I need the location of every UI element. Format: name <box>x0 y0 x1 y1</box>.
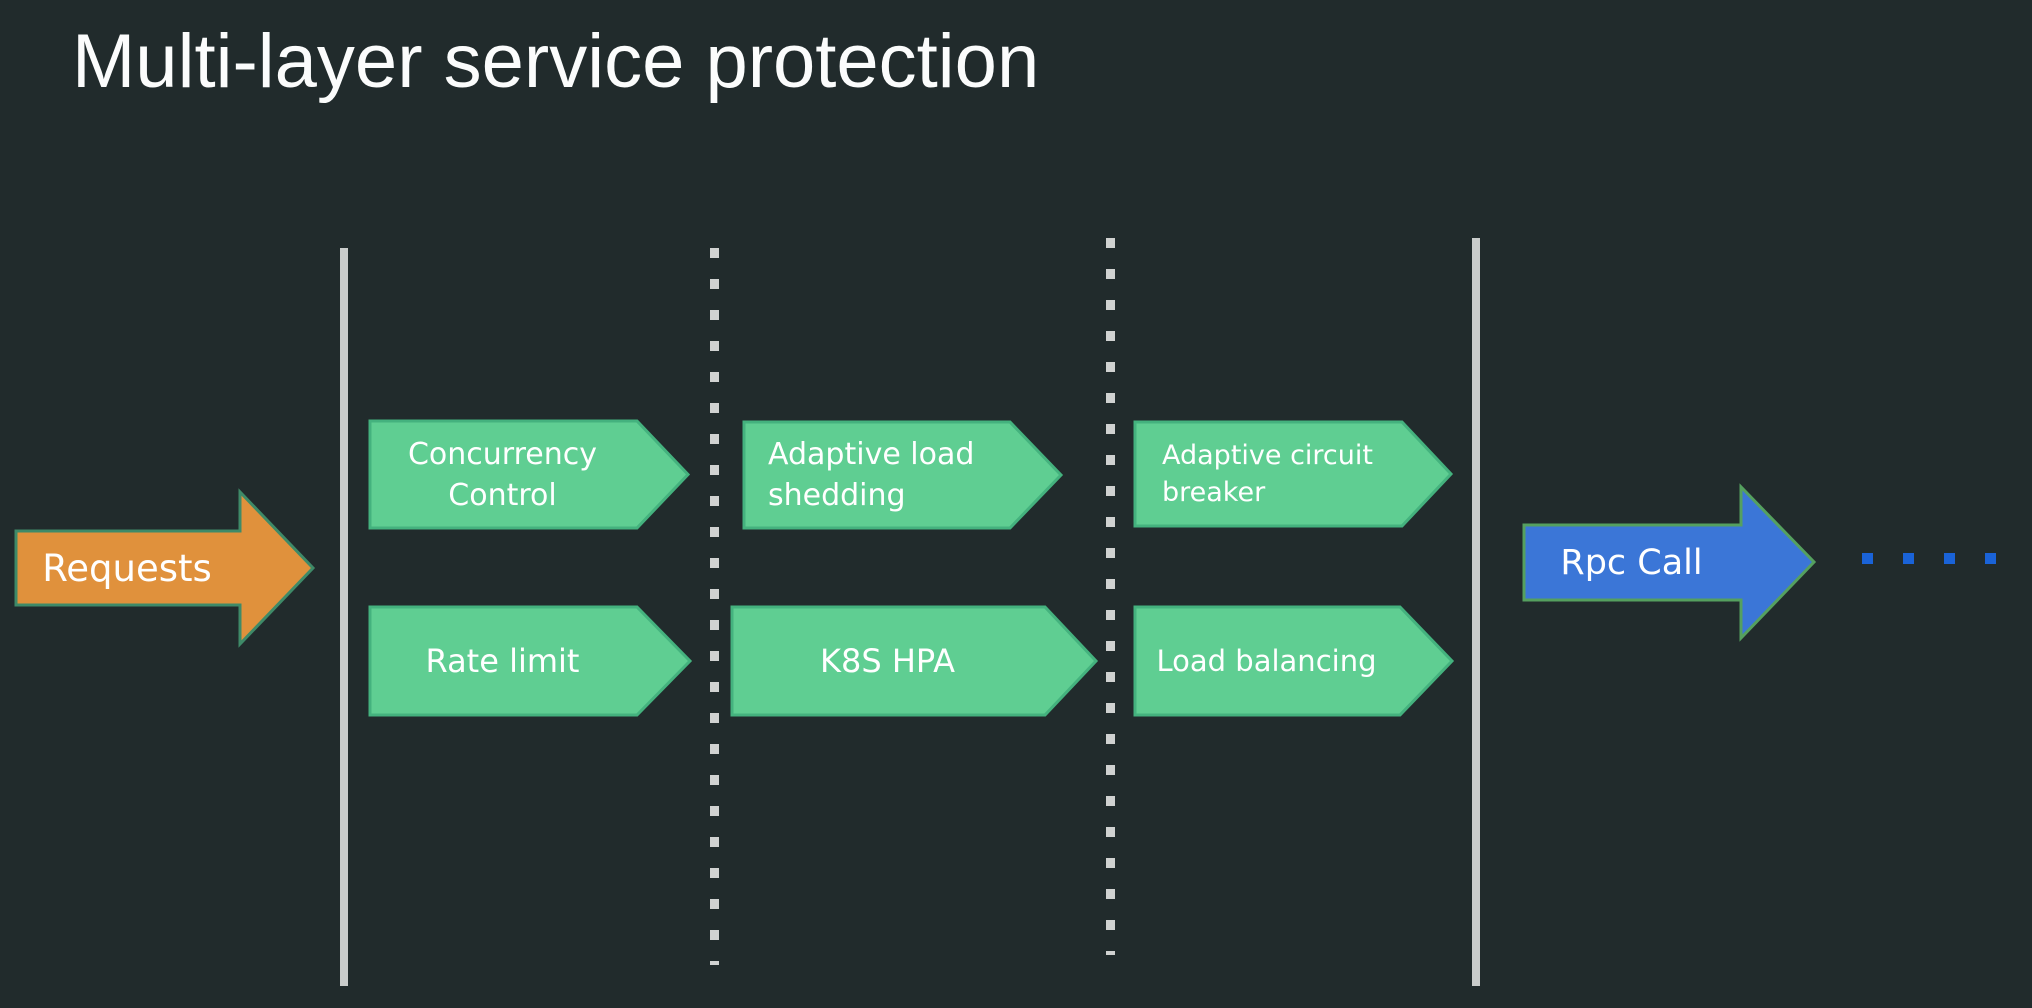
stage-k8s-hpa: K8S HPA <box>730 605 1099 717</box>
stage-adaptive-load-shedding: Adaptive load shedding <box>742 420 1064 530</box>
stage-adaptive-circuit-breaker: Adaptive circuit breaker <box>1133 420 1454 528</box>
stage-label-line: Adaptive circuit <box>1162 440 1373 471</box>
right-arrow-shape-icon <box>1522 483 1817 642</box>
rpc-call-label: Rpc Call <box>1560 542 1703 583</box>
dot-icon <box>1985 553 1996 564</box>
slide-title: Multi-layer service protection <box>72 19 1040 104</box>
continuation-dots <box>1862 553 1996 564</box>
stage-load-balancing: Load balancing <box>1133 605 1455 717</box>
lane-boundary-left <box>340 248 348 986</box>
stage-rate-limit: Rate limit <box>368 605 693 717</box>
pentagon-arrow-shape-icon <box>1133 605 1455 717</box>
pentagon-arrow-shape-icon <box>368 419 691 530</box>
dot-icon <box>1903 553 1914 564</box>
stage-label-line: Concurrency <box>407 436 598 472</box>
lane-divider-dotted-1 <box>710 248 719 965</box>
pentagon-arrow-shape-icon <box>730 605 1099 717</box>
stage-label-line: Load balancing <box>1156 643 1377 678</box>
requests-arrow: Requests <box>14 488 316 648</box>
stage-label-line: breaker <box>1162 477 1266 508</box>
lane-boundary-right <box>1472 238 1480 986</box>
requests-label: Requests <box>42 546 212 590</box>
stage-label-line: Control <box>448 477 557 513</box>
right-arrow-shape-icon <box>14 488 316 648</box>
pentagon-arrow-shape-icon <box>742 420 1064 530</box>
stage-label-line: Rate limit <box>425 641 580 680</box>
pentagon-arrow-shape-icon <box>368 605 693 717</box>
stage-label-line: shedding <box>768 478 906 513</box>
stage-label-line: Adaptive load <box>768 437 975 472</box>
stage-concurrency-control: Concurrency Control <box>368 419 691 530</box>
dot-icon <box>1862 553 1873 564</box>
stage-label-line: K8S HPA <box>819 641 956 680</box>
pentagon-arrow-shape-icon <box>1133 420 1454 528</box>
lane-divider-dotted-2 <box>1106 238 1115 955</box>
dot-icon <box>1944 553 1955 564</box>
rpc-call-arrow: Rpc Call <box>1522 483 1817 642</box>
